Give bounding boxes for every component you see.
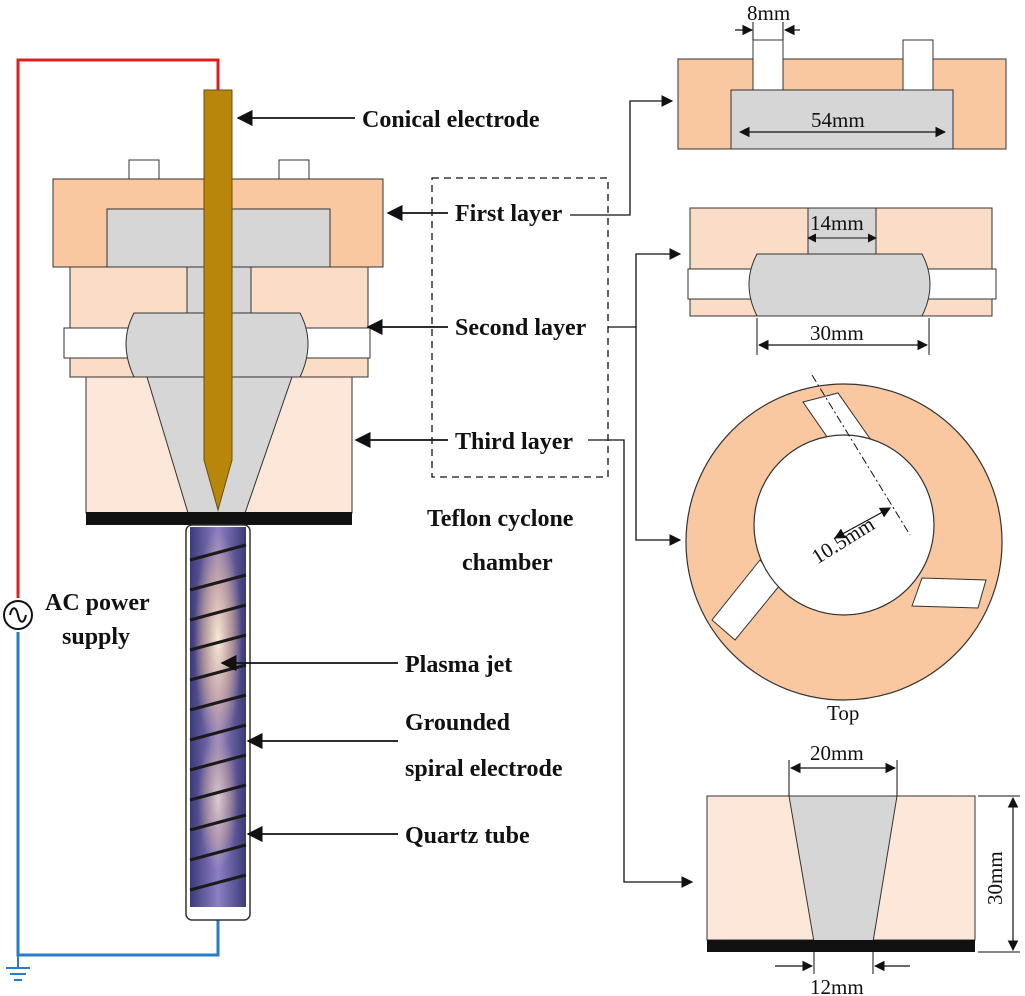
label-conical-electrode: Conical electrode [362,107,540,133]
detail-second-layer: 14mm 30mm [687,207,997,355]
dim-first-width: 54mm [811,108,865,132]
label-ac-line1: AC power [45,590,150,616]
detail-first-layer: 8mm 54mm [677,1,1007,150]
conical-electrode [203,89,233,512]
label-grounded-line2: spiral electrode [405,756,563,782]
connector-second [608,248,682,328]
ground-wire [16,632,220,968]
ac-wire [16,58,220,598]
label-teflon-line1: Teflon cyclone [427,506,574,532]
label-top: Top [827,701,859,725]
dim-third-top: 20mm [810,741,864,765]
ground-icon [6,967,30,981]
label-grounded-line1: Grounded [405,710,511,736]
dim-third-height: 30mm [983,851,1007,905]
connector-first [570,95,674,216]
detail-third-layer: 20mm 12mm 30mm [706,741,1020,996]
dim-third-bottom: 12mm [810,975,864,996]
label-teflon-line2: chamber [462,550,553,576]
label-first-layer: First layer [455,201,563,227]
spiral-electrode [189,543,247,892]
label-quartz-tube: Quartz tube [405,823,530,849]
label-plasma-jet: Plasma jet [405,652,512,678]
dim-second-neck: 14mm [810,211,864,235]
label-ac-line2: supply [62,624,130,650]
ac-source-icon [3,600,33,630]
dim-first-slot: 8mm [747,1,790,25]
quartz-tube [185,524,251,921]
connector-second-top [635,327,682,546]
label-third-layer: Third layer [455,429,573,455]
detail-top-ring: 10.5mm Top [685,374,1003,725]
label-second-layer: Second layer [455,315,587,341]
connector-third [588,439,694,888]
dim-second-width: 30mm [810,321,864,345]
